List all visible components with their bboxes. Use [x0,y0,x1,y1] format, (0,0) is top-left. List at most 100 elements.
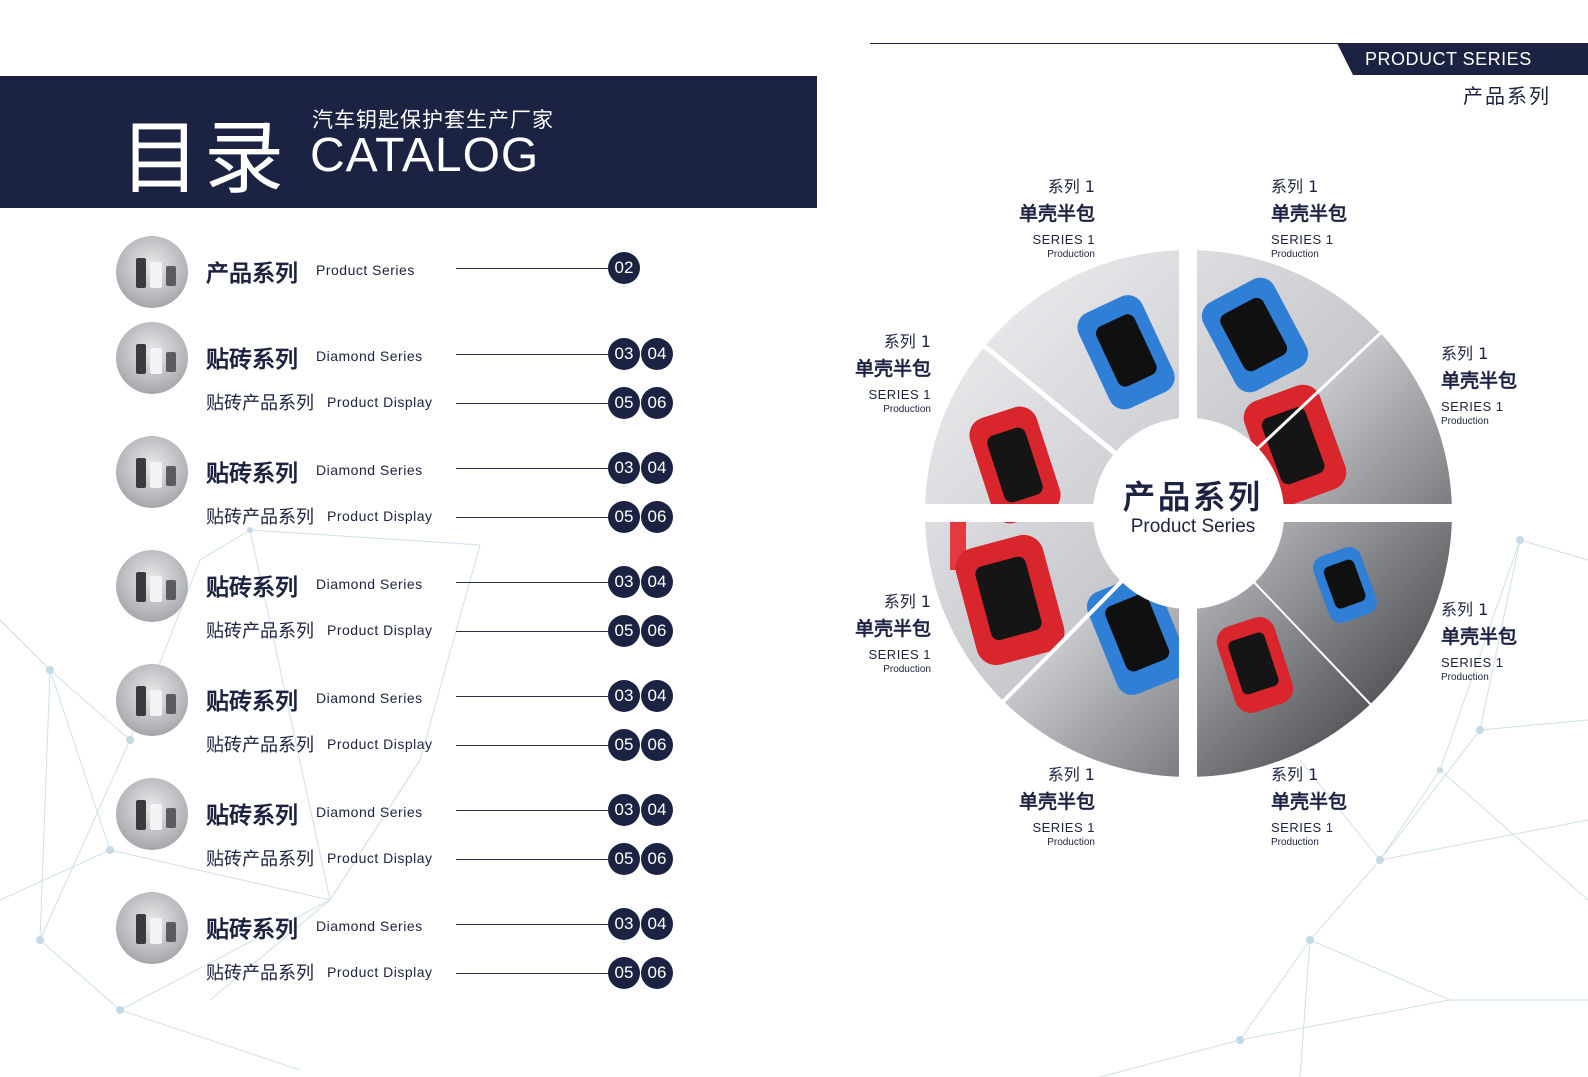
leader-line [456,859,608,860]
toc-title-cn: 产品系列 [206,261,298,287]
leader-line [456,354,608,355]
page-badge: 05 [608,843,640,875]
leader-line [456,403,608,404]
toc-title-cn: 贴砖系列 [206,917,298,943]
toc-title-en: Diamond Series [316,348,423,364]
toc-subtitle-en: Product Display [327,508,433,524]
page-badge: 06 [641,843,673,875]
red-key-photo [950,384,1347,713]
leader-line [456,696,608,697]
toc-title-cn: 贴砖系列 [206,461,298,487]
toc-subtitle-cn: 贴砖产品系列 [206,507,314,528]
page-badge: 06 [641,729,673,761]
catalog-banner: 目录 汽车钥匙保护套生产厂家 CATALOG [0,76,817,208]
section-tab: PRODUCT SERIES [1337,43,1588,75]
wheel-center-title-en: Product Series [1130,516,1256,537]
page-badge: 05 [608,957,640,989]
catalog-title-en: CATALOG [310,129,540,182]
page-badge: 04 [641,794,673,826]
toc-title-en: Diamond Series [316,918,423,934]
page-badge: 05 [608,729,640,761]
page-badge: 04 [641,680,673,712]
toc-subtitle-en: Product Display [327,850,433,866]
page-badge: 04 [641,452,673,484]
series-label-lower-left: 系列 1 单壳半包 SERIES 1 Production [854,592,931,675]
toc-title-en: Diamond Series [316,462,423,478]
series-label-bottom-left: 系列 1 单壳半包 SERIES 1 Production [1018,765,1095,848]
section-tab-en: PRODUCT SERIES [1365,49,1532,69]
toc-title-cn: 贴砖系列 [206,575,298,601]
page-badge: 05 [608,501,640,533]
page-badge: 04 [641,338,673,370]
leader-line [456,268,608,269]
page-badge: 03 [608,566,640,598]
toc-subtitle-en: Product Display [327,622,433,638]
toc-subtitle-cn: 贴砖产品系列 [206,963,314,984]
product-wheel [925,250,1452,777]
product-thumbnail [116,236,188,308]
series-label-upper-left: 系列 1 单壳半包 SERIES 1 Production [854,332,931,415]
leader-line [456,631,608,632]
page-badge: 03 [608,908,640,940]
toc-title-en: Diamond Series [316,690,423,706]
page-badge: 03 [608,680,640,712]
page-badge: 04 [641,908,673,940]
series-label-top-left: 系列 1 单壳半包 SERIES 1 Production [1018,177,1095,260]
blue-key-photo [1077,277,1378,696]
series-label-top-right: 系列 1 单壳半包 SERIES 1 Production [1271,177,1348,260]
header-rule [870,43,1340,44]
page-badge: 06 [641,615,673,647]
product-thumbnail [116,778,188,850]
leader-line [456,973,608,974]
series-label-upper-right: 系列 1 单壳半包 SERIES 1 Production [1441,344,1518,427]
toc-subtitle-cn: 贴砖产品系列 [206,621,314,642]
page-badge: 06 [641,387,673,419]
page-badge: 03 [608,794,640,826]
leader-line [456,582,608,583]
toc-subtitle-cn: 贴砖产品系列 [206,735,314,756]
page-badge: 05 [608,387,640,419]
leader-line [456,924,608,925]
toc-subtitle-en: Product Display [327,736,433,752]
toc-title-en: Diamond Series [316,804,423,820]
page-badge: 06 [641,957,673,989]
toc-title-en: Product Series [316,262,415,278]
page-badge: 02 [608,252,640,284]
toc-title-cn: 贴砖系列 [206,803,298,829]
toc-subtitle-cn: 贴砖产品系列 [206,393,314,414]
leader-line [456,810,608,811]
series-label-lower-right: 系列 1 单壳半包 SERIES 1 Production [1441,600,1518,683]
catalog-subtitle-cn: 汽车钥匙保护套生产厂家 [312,108,554,132]
product-thumbnail [116,892,188,964]
page-badge: 03 [608,452,640,484]
page-badge: 03 [608,338,640,370]
toc-subtitle-en: Product Display [327,964,433,980]
toc-entry-product-series[interactable]: 产品系列 Product Series 02 [0,236,700,346]
leader-line [456,517,608,518]
toc-title-en: Diamond Series [316,576,423,592]
page-badge: 06 [641,501,673,533]
leader-line [456,468,608,469]
toc-subtitle-en: Product Display [327,394,433,410]
product-thumbnail [116,550,188,622]
toc-title-cn: 贴砖系列 [206,347,298,373]
page-badge: 04 [641,566,673,598]
toc-title-cn: 贴砖系列 [206,689,298,715]
leader-line [456,745,608,746]
toc-subtitle-cn: 贴砖产品系列 [206,849,314,870]
product-thumbnail [116,436,188,508]
product-thumbnail [116,322,188,394]
wheel-center-title-cn: 产品系列 [1122,478,1263,516]
page-badge: 05 [608,615,640,647]
catalog-title-cn: 目录 [120,112,288,205]
product-thumbnail [116,664,188,736]
series-label-bottom-right: 系列 1 单壳半包 SERIES 1 Production [1271,765,1348,848]
section-tab-cn: 产品系列 [1463,84,1551,108]
